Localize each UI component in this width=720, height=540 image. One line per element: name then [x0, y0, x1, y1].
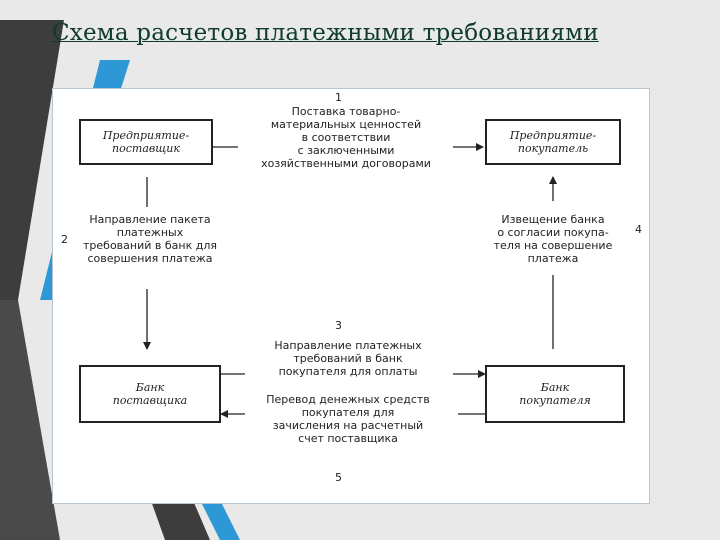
step-4-number: 4	[635, 223, 642, 236]
supplier-bank-box: Банк поставщика	[79, 365, 221, 423]
diagram-panel: Предприятие- поставщик Предприятие- поку…	[52, 88, 650, 504]
step-3-text: Направление платежных требований в банк …	[274, 339, 422, 378]
buyer-bank-label: Банк покупателя	[519, 381, 591, 407]
buyer-enterprise-box: Предприятие- покупатель	[485, 119, 621, 165]
step-1-number: 1	[335, 91, 342, 104]
buyer-bank-box: Банк покупателя	[485, 365, 625, 423]
step-3-number: 3	[335, 319, 342, 332]
step-5-text: Перевод денежных средств покупателя для …	[266, 393, 430, 445]
supplier-bank-label: Банк поставщика	[112, 381, 188, 407]
step-4-text: Извещение банка о согласии покупа- теля …	[493, 213, 613, 265]
diagram-arrows	[143, 143, 557, 418]
step-2-number: 2	[61, 233, 68, 246]
dark-stripe-left	[0, 20, 64, 300]
supplier-enterprise-box: Предприятие- поставщик	[79, 119, 213, 165]
dark-stripe-left-lower	[0, 300, 60, 540]
slide-title: Схема расчетов платежными требованиями	[52, 20, 599, 46]
supplier-enterprise-label: Предприятие- поставщик	[102, 129, 190, 155]
step-5-number: 5	[335, 471, 342, 484]
step-2-text: Направление пакета платежных требований …	[83, 213, 217, 265]
buyer-enterprise-label: Предприятие- покупатель	[509, 129, 597, 155]
step-1-text: Поставка товарно- материальных ценностей…	[261, 105, 431, 170]
